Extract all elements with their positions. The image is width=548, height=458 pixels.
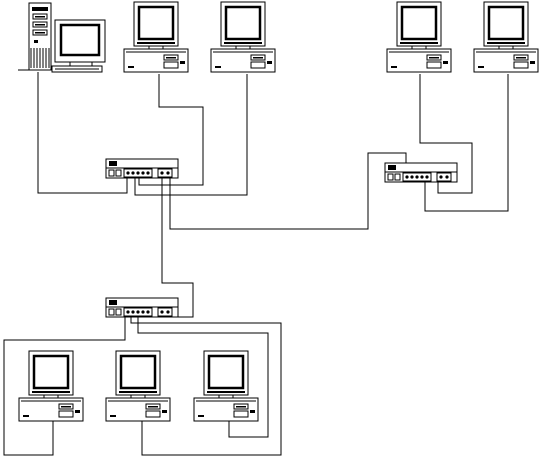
cable-pca-hub1 bbox=[138, 74, 204, 186]
desktop-pc-icon bbox=[472, 0, 540, 74]
hub-icon bbox=[384, 162, 458, 183]
cable-pcc-hub2 bbox=[419, 74, 473, 194]
hub-icon bbox=[105, 297, 179, 318]
cable-hub1-hub3 bbox=[161, 178, 194, 318]
cable-pce-hub3 bbox=[3, 316, 126, 456]
cables bbox=[3, 72, 509, 456]
desktop-pc-icon bbox=[17, 349, 85, 423]
desktop-pc-icon bbox=[104, 349, 172, 423]
cable-pcd-hub2 bbox=[424, 74, 509, 212]
cable-pcb-hub1 bbox=[134, 74, 248, 196]
desktop-pc-icon bbox=[385, 0, 453, 74]
cable-pcg-hub3 bbox=[137, 316, 269, 438]
cable-hub1-hub2 bbox=[169, 152, 407, 230]
cable-server-hub1 bbox=[37, 72, 128, 194]
desktop-pc-icon bbox=[209, 0, 277, 74]
desktop-pc-icon bbox=[192, 349, 260, 423]
desktop-pc-icon bbox=[122, 0, 190, 74]
cable-pcf-hub3 bbox=[130, 316, 282, 456]
hub-icon bbox=[105, 158, 179, 179]
tower-pc-icon bbox=[18, 2, 106, 73]
